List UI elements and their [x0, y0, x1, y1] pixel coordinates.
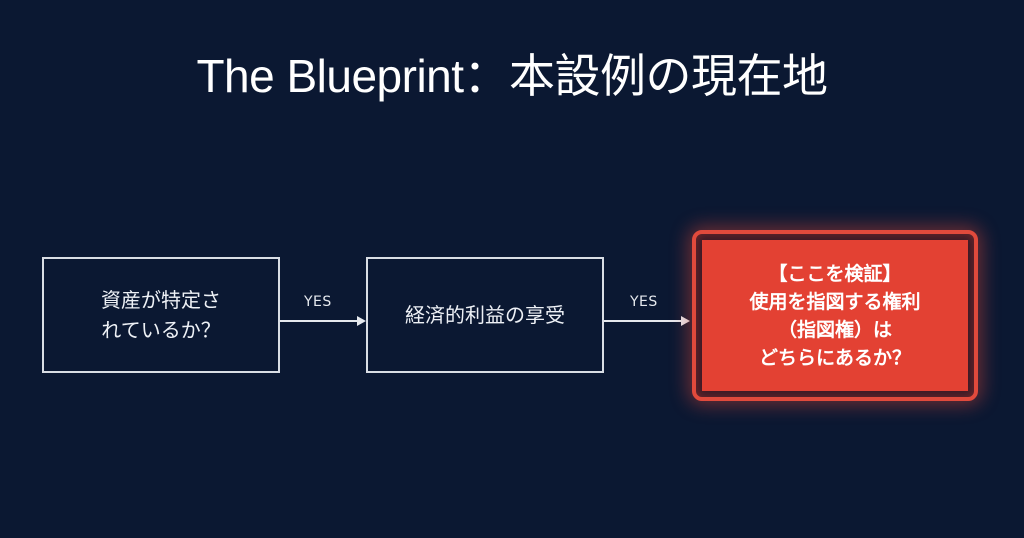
edge-label-yes-2: YES	[630, 294, 658, 310]
step3-line-1: 【ここを検証】	[768, 262, 902, 285]
flow-step-right-to-direct-use: 【ここを検証】 使用を指図する権利 （指図権）は どちらにあるか？	[702, 240, 968, 391]
slide-title: The Blueprint：本設例の現在地	[196, 50, 828, 102]
step1-line-2: れているか？	[101, 318, 221, 342]
arrow-step2-to-step3	[604, 316, 690, 326]
step1-line-1: 資産が特定さ	[101, 288, 221, 312]
flow-step-asset-identified: 資産が特定さ れているか？	[42, 257, 280, 373]
step2-label: 経済的利益の享受	[405, 303, 565, 327]
step3-line-2: 使用を指図する権利	[749, 290, 921, 313]
arrow-step1-to-step2	[280, 316, 366, 326]
edge-label-yes-1: YES	[304, 294, 332, 310]
step3-line-4: どちらにあるか？	[758, 346, 911, 369]
step3-line-3: （指図権）は	[777, 318, 892, 341]
flow-step-economic-benefit: 経済的利益の享受	[366, 257, 604, 373]
